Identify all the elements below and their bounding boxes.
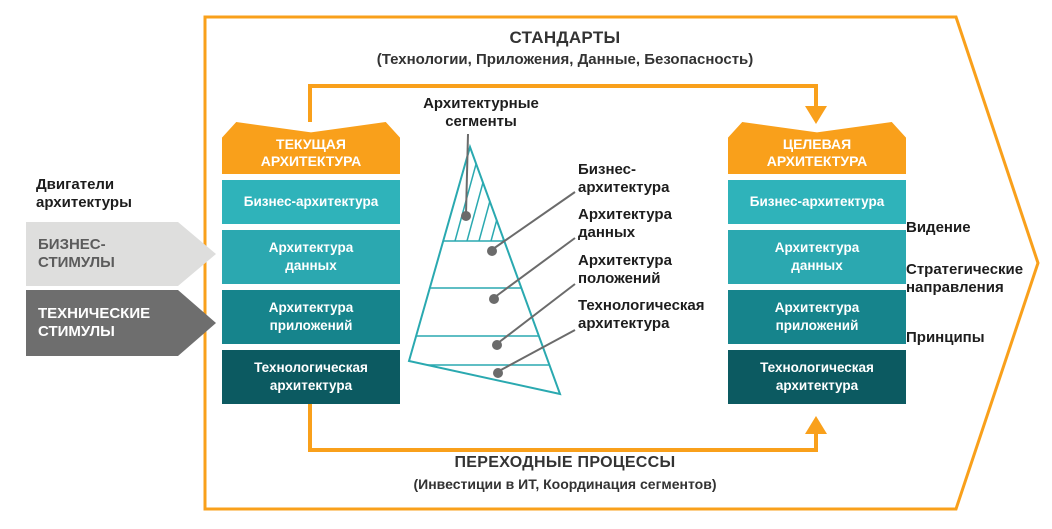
- current-architecture-header-label: ТЕКУЩАЯ АРХИТЕКТУРА: [260, 136, 362, 169]
- current-architecture-column: ТЕКУЩАЯ АРХИТЕКТУРА Бизнес-архитектура А…: [222, 122, 400, 410]
- target-architecture-header-label: ЦЕЛЕВАЯ АРХИТЕКТУРА: [766, 136, 868, 169]
- target-layer-data-label: Архитектура данных: [774, 240, 860, 273]
- target-layer-applications: Архитектура приложений: [728, 290, 906, 344]
- bottom-connector-line: [308, 404, 818, 452]
- drivers-title: Двигатели архитектуры: [36, 176, 132, 211]
- top-connector-line: [308, 84, 818, 122]
- current-layer-technology-label: Технологическая архитектура: [254, 360, 368, 393]
- target-layer-technology: Технологическая архитектура: [728, 350, 906, 404]
- right-label-strategic-directions: Стратегические направления: [906, 261, 1024, 296]
- right-label-principles: Принципы: [906, 329, 985, 346]
- transition-title: ПЕРЕХОДНЫЕ ПРОЦЕССЫ: [454, 454, 676, 471]
- current-layer-business-label: Бизнес-архитектура: [243, 194, 379, 210]
- bottom-connector-arrowhead-icon: [805, 416, 827, 434]
- current-layer-technology: Технологическая архитектура: [222, 350, 400, 404]
- standards-title: СТАНДАРТЫ: [509, 28, 621, 47]
- current-layer-data-label: Архитектура данных: [268, 240, 354, 273]
- current-layer-applications: Архитектура приложений: [222, 290, 400, 344]
- target-layer-business-label: Бизнес-архитектура: [749, 194, 885, 210]
- current-architecture-header: ТЕКУЩАЯ АРХИТЕКТУРА: [222, 122, 400, 174]
- architectural-segments-label: Архитектурные сегменты: [423, 95, 539, 130]
- technical-stimuli-label: ТЕХНИЧЕСКИЕ СТИМУЛЫ: [38, 305, 151, 340]
- container-arrow-outline: [203, 15, 1040, 511]
- target-layer-business: Бизнес-архитектура: [728, 180, 906, 224]
- segment-callout-provisions: Архитектура положений: [578, 252, 672, 287]
- current-layer-applications-label: Архитектура приложений: [268, 300, 354, 333]
- current-layer-data: Архитектура данных: [222, 230, 400, 284]
- segment-callout-technology: Технологическая архитектура: [578, 297, 705, 332]
- technical-stimuli-arrow: ТЕХНИЧЕСКИЕ СТИМУЛЫ: [26, 290, 216, 356]
- business-stimuli-label: БИЗНЕС-СТИМУЛЫ: [38, 236, 115, 271]
- target-layer-data: Архитектура данных: [728, 230, 906, 284]
- business-stimuli-arrow: БИЗНЕС-СТИМУЛЫ: [26, 222, 216, 286]
- target-layer-applications-label: Архитектура приложений: [774, 300, 860, 333]
- target-architecture-header: ЦЕЛЕВАЯ АРХИТЕКТУРА: [728, 122, 906, 174]
- right-label-vision: Видение: [906, 219, 971, 236]
- target-architecture-column: ЦЕЛЕВАЯ АРХИТЕКТУРА Бизнес-архитектура А…: [728, 122, 906, 410]
- pyramid-outline: [407, 143, 562, 396]
- callout-dots: [461, 211, 503, 378]
- segment-callout-data: Архитектура данных: [578, 206, 672, 241]
- standards-subtitle: (Технологии, Приложения, Данные, Безопас…: [376, 51, 754, 68]
- segment-callout-business: Бизнес-архитектура: [578, 161, 670, 196]
- target-layer-technology-label: Технологическая архитектура: [760, 360, 874, 393]
- transition-subtitle: (Инвестиции в ИТ, Координация сегментов): [413, 476, 717, 492]
- top-connector-arrowhead-icon: [805, 106, 827, 124]
- callout-lines: [465, 133, 576, 372]
- current-layer-business: Бизнес-архитектура: [222, 180, 400, 224]
